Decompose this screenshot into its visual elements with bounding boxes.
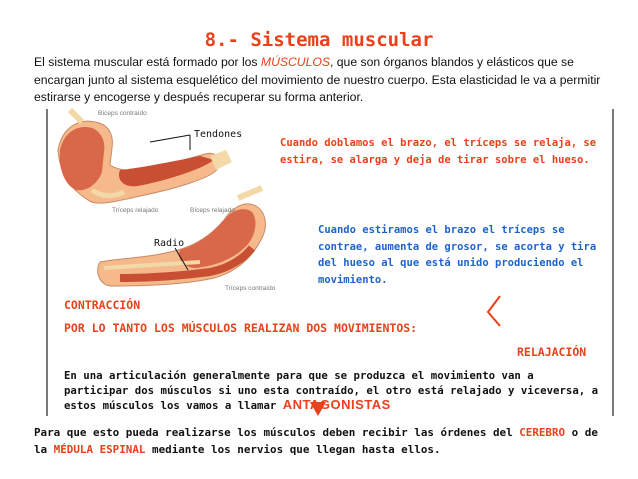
label-biceps-contraido: Bíceps contraído [98,110,147,117]
final-paragraph: Para que esto pueda realizarse los múscu… [34,425,614,458]
label-triceps-contraido: Tríceps contraído [225,285,276,292]
flex-description: Cuando doblamos el brazo, el tríceps se … [280,137,597,166]
content-frame [46,109,614,416]
dos-movimientos-label: POR LO TANTO LOS MÚSCULOS REALIZAN DOS M… [64,321,418,335]
medula-highlight: MÉDULA ESPINAL [53,442,146,456]
flexed-arm-figure: Bíceps contraído Tríceps relajado [57,107,232,214]
intro-paragraph: El sistema muscular está formado por los… [34,54,614,107]
final-text-3: mediante los nervios que llegan hasta el… [145,442,441,456]
cerebro-highlight: CEREBRO [519,426,566,439]
extended-arm-figure: Bíceps relajado Tríceps contraído [97,185,276,292]
articulacion-text: En una articulación generalmente para qu… [64,369,599,413]
tendones-pointer-1 [149,134,191,143]
final-text-2: o de la [34,426,598,456]
relajacion-label: RELAJACIÓN [517,345,587,359]
intro-text-end: , que son órganos blandos y elásticos qu… [34,55,601,104]
final-text-1: Para que esto pueda realizarse los múscu… [34,426,520,439]
label-biceps-relajado: Bíceps relajado [190,207,235,214]
label-triceps-relajado: Tríceps relajado [112,207,159,214]
intro-highlight-musculos: MÚSCULOS [260,55,330,69]
page-title: 8.- Sistema muscular [204,29,434,51]
intro-text-start: El sistema muscular está formado por los [34,55,261,69]
label-radio: Radio [154,238,185,249]
antagonistas-highlight: ANTAGONISTAS [282,397,391,413]
label-tendones: Tendones [194,129,243,140]
radio-pointer [174,247,189,271]
extend-description: Cuando estiramos el brazo el tríceps se … [318,224,597,286]
bracket-icon [486,295,501,327]
contraccion-label: CONTRACCIÓN [64,298,141,312]
articulacion-paragraph: En una articulación generalmente para qu… [64,369,604,414]
down-triangle-icon [310,402,326,416]
